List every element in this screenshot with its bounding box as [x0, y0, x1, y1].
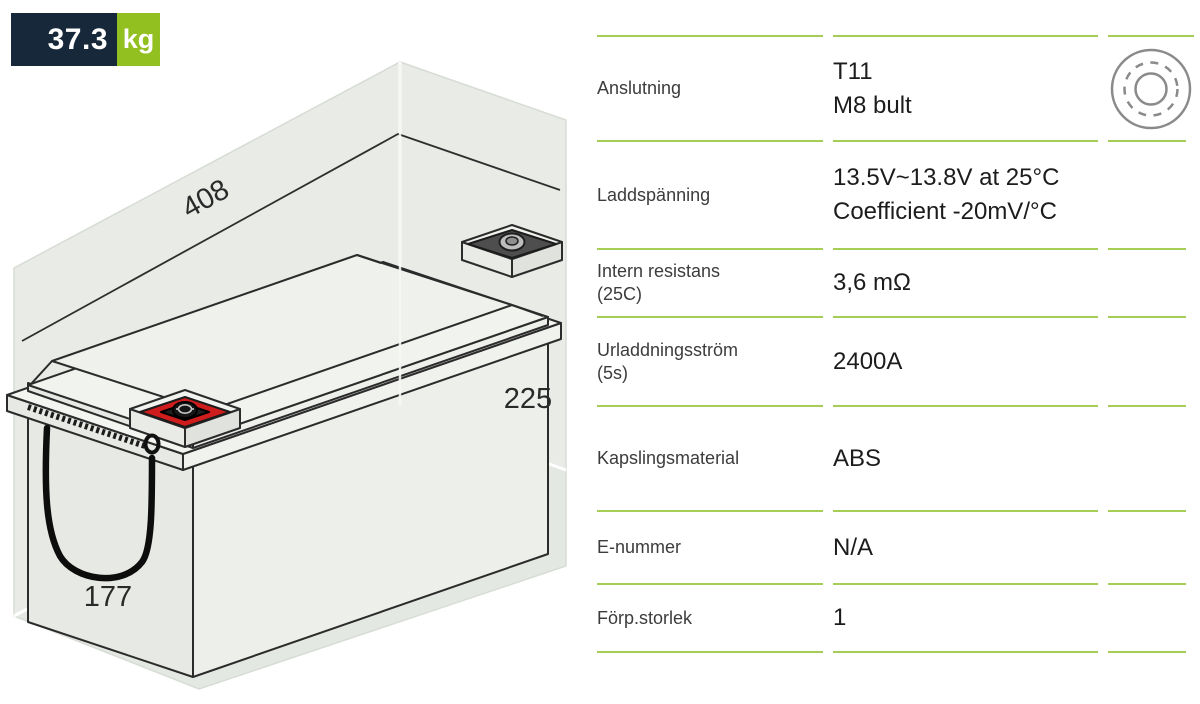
negative-terminal: [461, 224, 563, 278]
spec-label: Anslutning: [597, 78, 682, 98]
spec-value: T11: [833, 57, 873, 85]
battery-isometric-diagram: 408 225 177: [6, 61, 567, 690]
table-row: Intern resistans (25C) 3,6 mΩ: [597, 248, 1186, 316]
spec-label: Urladdningsström: [597, 339, 739, 360]
handle-ring: [143, 433, 161, 455]
dim-depth-label: 177: [84, 581, 132, 613]
spec-value: 1: [833, 604, 847, 631]
weight-unit: kg: [117, 13, 160, 66]
spec-value: 13.5V~13.8V at 25°C: [833, 164, 1060, 191]
positive-terminal: [129, 389, 241, 448]
spec-value: N/A: [833, 533, 874, 561]
dim-height-label: 225: [504, 383, 552, 415]
spec-value-line2: Coefficient -20mV/°C: [833, 198, 1057, 225]
handle-rope: [27, 404, 161, 582]
spec-value-line2: M8 bult: [833, 91, 912, 119]
dimension-lines: [21, 133, 561, 342]
spec-value: ABS: [833, 444, 882, 472]
spec-label: Förp.storlek: [597, 607, 693, 628]
weight-value: 37.3: [11, 13, 117, 66]
table-row: Anslutning T11 M8 bult: [597, 35, 1194, 140]
spec-label: E-nummer: [597, 537, 682, 557]
terminal-top-view-icon: [1110, 48, 1192, 129]
spec-value: 2400A: [833, 347, 903, 375]
spec-label: Laddspänning: [597, 184, 711, 205]
table-row: Kapslingsmaterial ABS: [597, 405, 1186, 510]
spec-value: 3,6 mΩ: [833, 269, 911, 296]
table-row: Laddspänning 13.5V~13.8V at 25°C Coeffic…: [597, 140, 1186, 248]
spec-label: Kapslingsmaterial: [597, 448, 740, 468]
battery-drawing-area: 408 225 177: [0, 0, 580, 699]
table-row: E-nummer N/A: [597, 510, 1186, 583]
table-row: Förp.storlek 1: [597, 583, 1186, 653]
table-row: Urladdningsström (5s) 2400A: [597, 316, 1186, 405]
spec-label-line2: (25C): [597, 284, 643, 304]
spec-label-line2: (5s): [597, 362, 628, 383]
spec-table: Anslutning T11 M8 bult Laddspänning 13.5…: [597, 0, 1194, 653]
spec-label: Intern resistans: [597, 261, 721, 281]
weight-badge: 37.3 kg: [11, 13, 160, 66]
handle-loop: [42, 424, 156, 582]
